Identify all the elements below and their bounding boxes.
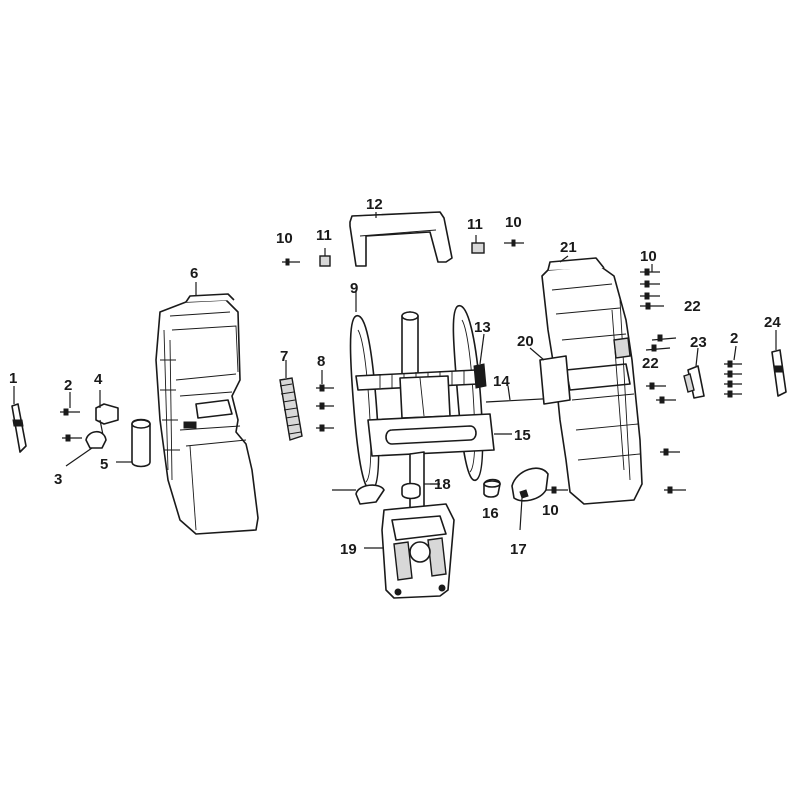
- part-10-screw-lower: [546, 486, 568, 494]
- callout-18: 18: [434, 476, 451, 493]
- part-10-bolt-top-right: [504, 239, 524, 247]
- part-16-ring: [483, 478, 501, 498]
- part-23-hub: [683, 347, 705, 399]
- part-1-wheel-cap-left: [11, 386, 27, 453]
- callout-5: 5: [100, 456, 108, 473]
- part-10-screws-right: [640, 268, 660, 300]
- callout-22: 22: [642, 355, 659, 372]
- callout-12: 12: [366, 196, 383, 213]
- callout-8: 8: [317, 353, 325, 370]
- callout-24: 24: [764, 314, 781, 331]
- part-7-gear: [279, 377, 303, 441]
- callout-16: 16: [482, 505, 499, 522]
- callout-10: 10: [640, 248, 657, 265]
- part-11-nut-top-right: [471, 235, 485, 254]
- part-10-bolt-top-left: [282, 258, 300, 266]
- part-12-handle: [349, 211, 453, 267]
- part-18-shaft: [401, 451, 440, 513]
- callout-13: 13: [474, 319, 491, 336]
- leader-lines: [195, 212, 653, 485]
- callout-1: 1: [9, 370, 17, 387]
- callout-22: 22: [684, 298, 701, 315]
- callout-19: 19: [340, 541, 357, 558]
- callout-21: 21: [560, 239, 577, 256]
- part-20-housing-plate: [529, 347, 571, 405]
- callout-11: 11: [467, 216, 483, 233]
- callout-11: 11: [316, 227, 332, 244]
- part-19-foot: [364, 503, 455, 599]
- part-22-screws-right: [640, 302, 686, 494]
- callout-7: 7: [280, 348, 288, 365]
- callout-10: 10: [505, 214, 522, 231]
- callout-labels: 1 2 2 3 4 5 6 7 8 9 10 10 10 10 11 11 12…: [9, 196, 781, 558]
- callout-2: 2: [64, 377, 72, 394]
- part-3-clip: [65, 430, 107, 467]
- part-8-screws: [316, 370, 334, 432]
- callout-6: 6: [190, 265, 198, 282]
- callout-4: 4: [94, 371, 103, 388]
- part-6-left-housing: [155, 293, 259, 535]
- callout-2: 2: [730, 330, 738, 347]
- callout-15: 15: [514, 427, 531, 444]
- callout-10: 10: [276, 230, 293, 247]
- callout-17: 17: [510, 541, 527, 558]
- part-15-base-plate: [367, 413, 512, 457]
- callout-23: 23: [690, 334, 707, 351]
- part-17-cover: [511, 467, 549, 531]
- callout-20: 20: [517, 333, 534, 350]
- part-5-tube: [116, 418, 151, 468]
- callout-10: 10: [542, 502, 559, 519]
- callout-14: 14: [493, 373, 510, 390]
- part-2-screws-left: [60, 392, 82, 442]
- callout-9: 9: [350, 280, 358, 297]
- part-24-wheel-cap-right: [771, 330, 787, 397]
- part-2-screws-right: [724, 345, 742, 398]
- part-washer-left: [332, 484, 385, 505]
- part-11-nut-top-left: [319, 248, 331, 267]
- callout-3: 3: [54, 471, 62, 488]
